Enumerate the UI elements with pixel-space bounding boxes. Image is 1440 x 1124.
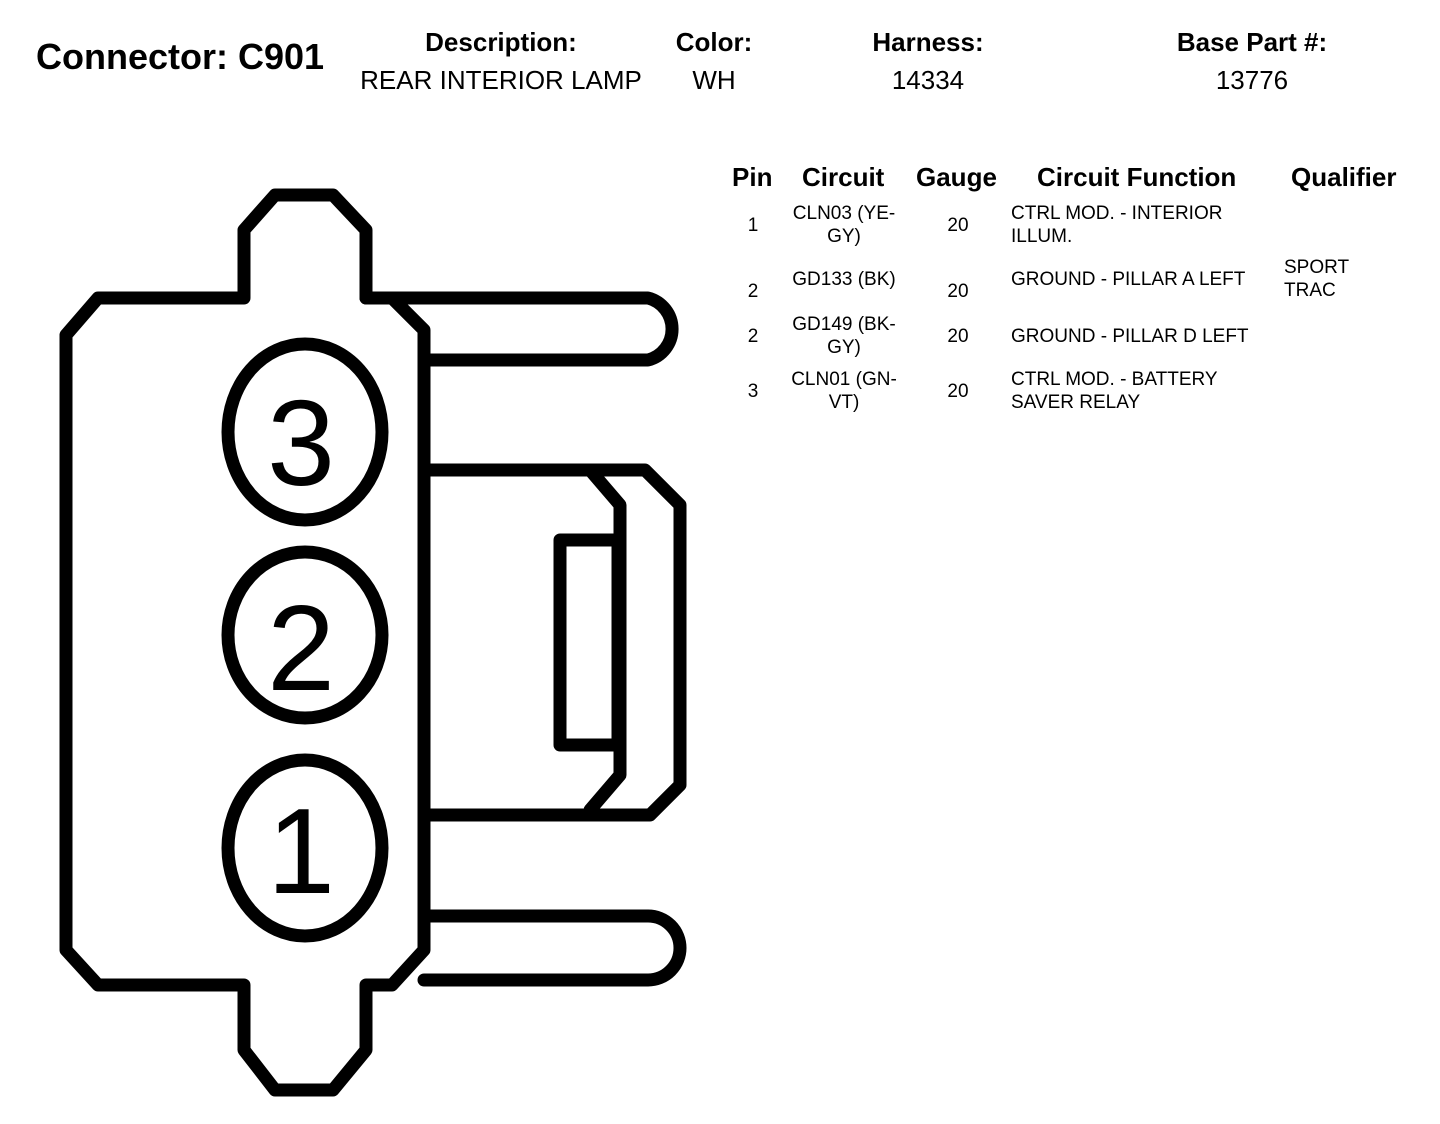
lock-housing — [417, 463, 687, 822]
pin-cell: 2 — [747, 326, 759, 347]
lock-tab — [553, 533, 625, 752]
description-value: REAR INTERIOR LAMP — [360, 65, 642, 95]
function-cell: CTRL MOD. - INTERIOR ILLUM. — [1011, 203, 1223, 247]
circuit-cell: GD133 (BK) — [792, 269, 896, 290]
harness-column: Harness: 14334 — [848, 28, 1008, 94]
table-row: 2 GD149 (BK-GY) 20 GROUND - PILLAR D LEF… — [722, 313, 1422, 365]
circuit-header: Circuit — [802, 162, 885, 192]
gauge-cell: 20 — [947, 326, 969, 347]
function-cell: GROUND - PILLAR A LEFT — [1011, 269, 1246, 290]
function-cell: CTRL MOD. - BATTERY SAVER RELAY — [1011, 369, 1218, 413]
pin-3-label: 3 — [267, 375, 335, 511]
table-row: 2 GD133 (BK) 20 GROUND - PILLAR A LEFT S… — [722, 257, 1422, 320]
function-cell: GROUND - PILLAR D LEFT — [1011, 326, 1249, 347]
circuit-cell: CLN01 (GN-VT) — [791, 369, 897, 413]
color-column: Color: WH — [664, 28, 764, 94]
gauge-header: Gauge — [916, 162, 997, 192]
table-row: 1 CLN03 (YE-GY) 20 CTRL MOD. - INTERIOR … — [722, 202, 1422, 254]
pin-cell: 1 — [747, 215, 759, 236]
pin-cell: 2 — [747, 281, 759, 302]
base-part-label: Base Part #: — [1176, 27, 1328, 57]
pin-3-circle — [221, 337, 389, 527]
harness-label: Harness: — [872, 27, 984, 57]
qualifier-header: Qualifier — [1291, 162, 1397, 192]
circuit-cell: GD149 (BK-GY) — [792, 314, 896, 358]
pin-1-circle — [221, 753, 389, 943]
color-label: Color: — [675, 27, 753, 57]
description-column: Description: REAR INTERIOR LAMP — [350, 28, 652, 94]
pin-2-circle — [221, 545, 389, 725]
function-header: Circuit Function — [1037, 162, 1237, 192]
connector-title: Connector: C901 — [36, 36, 325, 77]
pin-2-label: 2 — [267, 580, 335, 716]
gauge-cell: 20 — [947, 381, 969, 402]
gauge-cell: 20 — [947, 281, 969, 302]
circuit-cell: CLN03 (YE-GY) — [792, 203, 896, 247]
pin-1-label: 1 — [267, 783, 335, 919]
lower-latch-arm — [417, 909, 687, 987]
table-row: 3 CLN01 (GN-VT) 20 CTRL MOD. - BATTERY S… — [722, 368, 1422, 420]
qualifier-cell: SPORT TRAC — [1284, 257, 1349, 301]
base-part-value: 13776 — [1215, 65, 1289, 95]
description-label: Description: — [425, 27, 577, 57]
connector-housing-outline — [59, 188, 431, 1097]
pin-header: Pin — [732, 162, 773, 192]
harness-value: 14334 — [891, 65, 965, 95]
color-value: WH — [692, 65, 736, 95]
pin-cell: 3 — [747, 381, 759, 402]
connector-face-diagram: 3 2 1 — [59, 188, 687, 1097]
upper-latch-arm — [359, 291, 679, 367]
base-part-column: Base Part #: 13776 — [1160, 28, 1344, 94]
gauge-cell: 20 — [947, 215, 969, 236]
